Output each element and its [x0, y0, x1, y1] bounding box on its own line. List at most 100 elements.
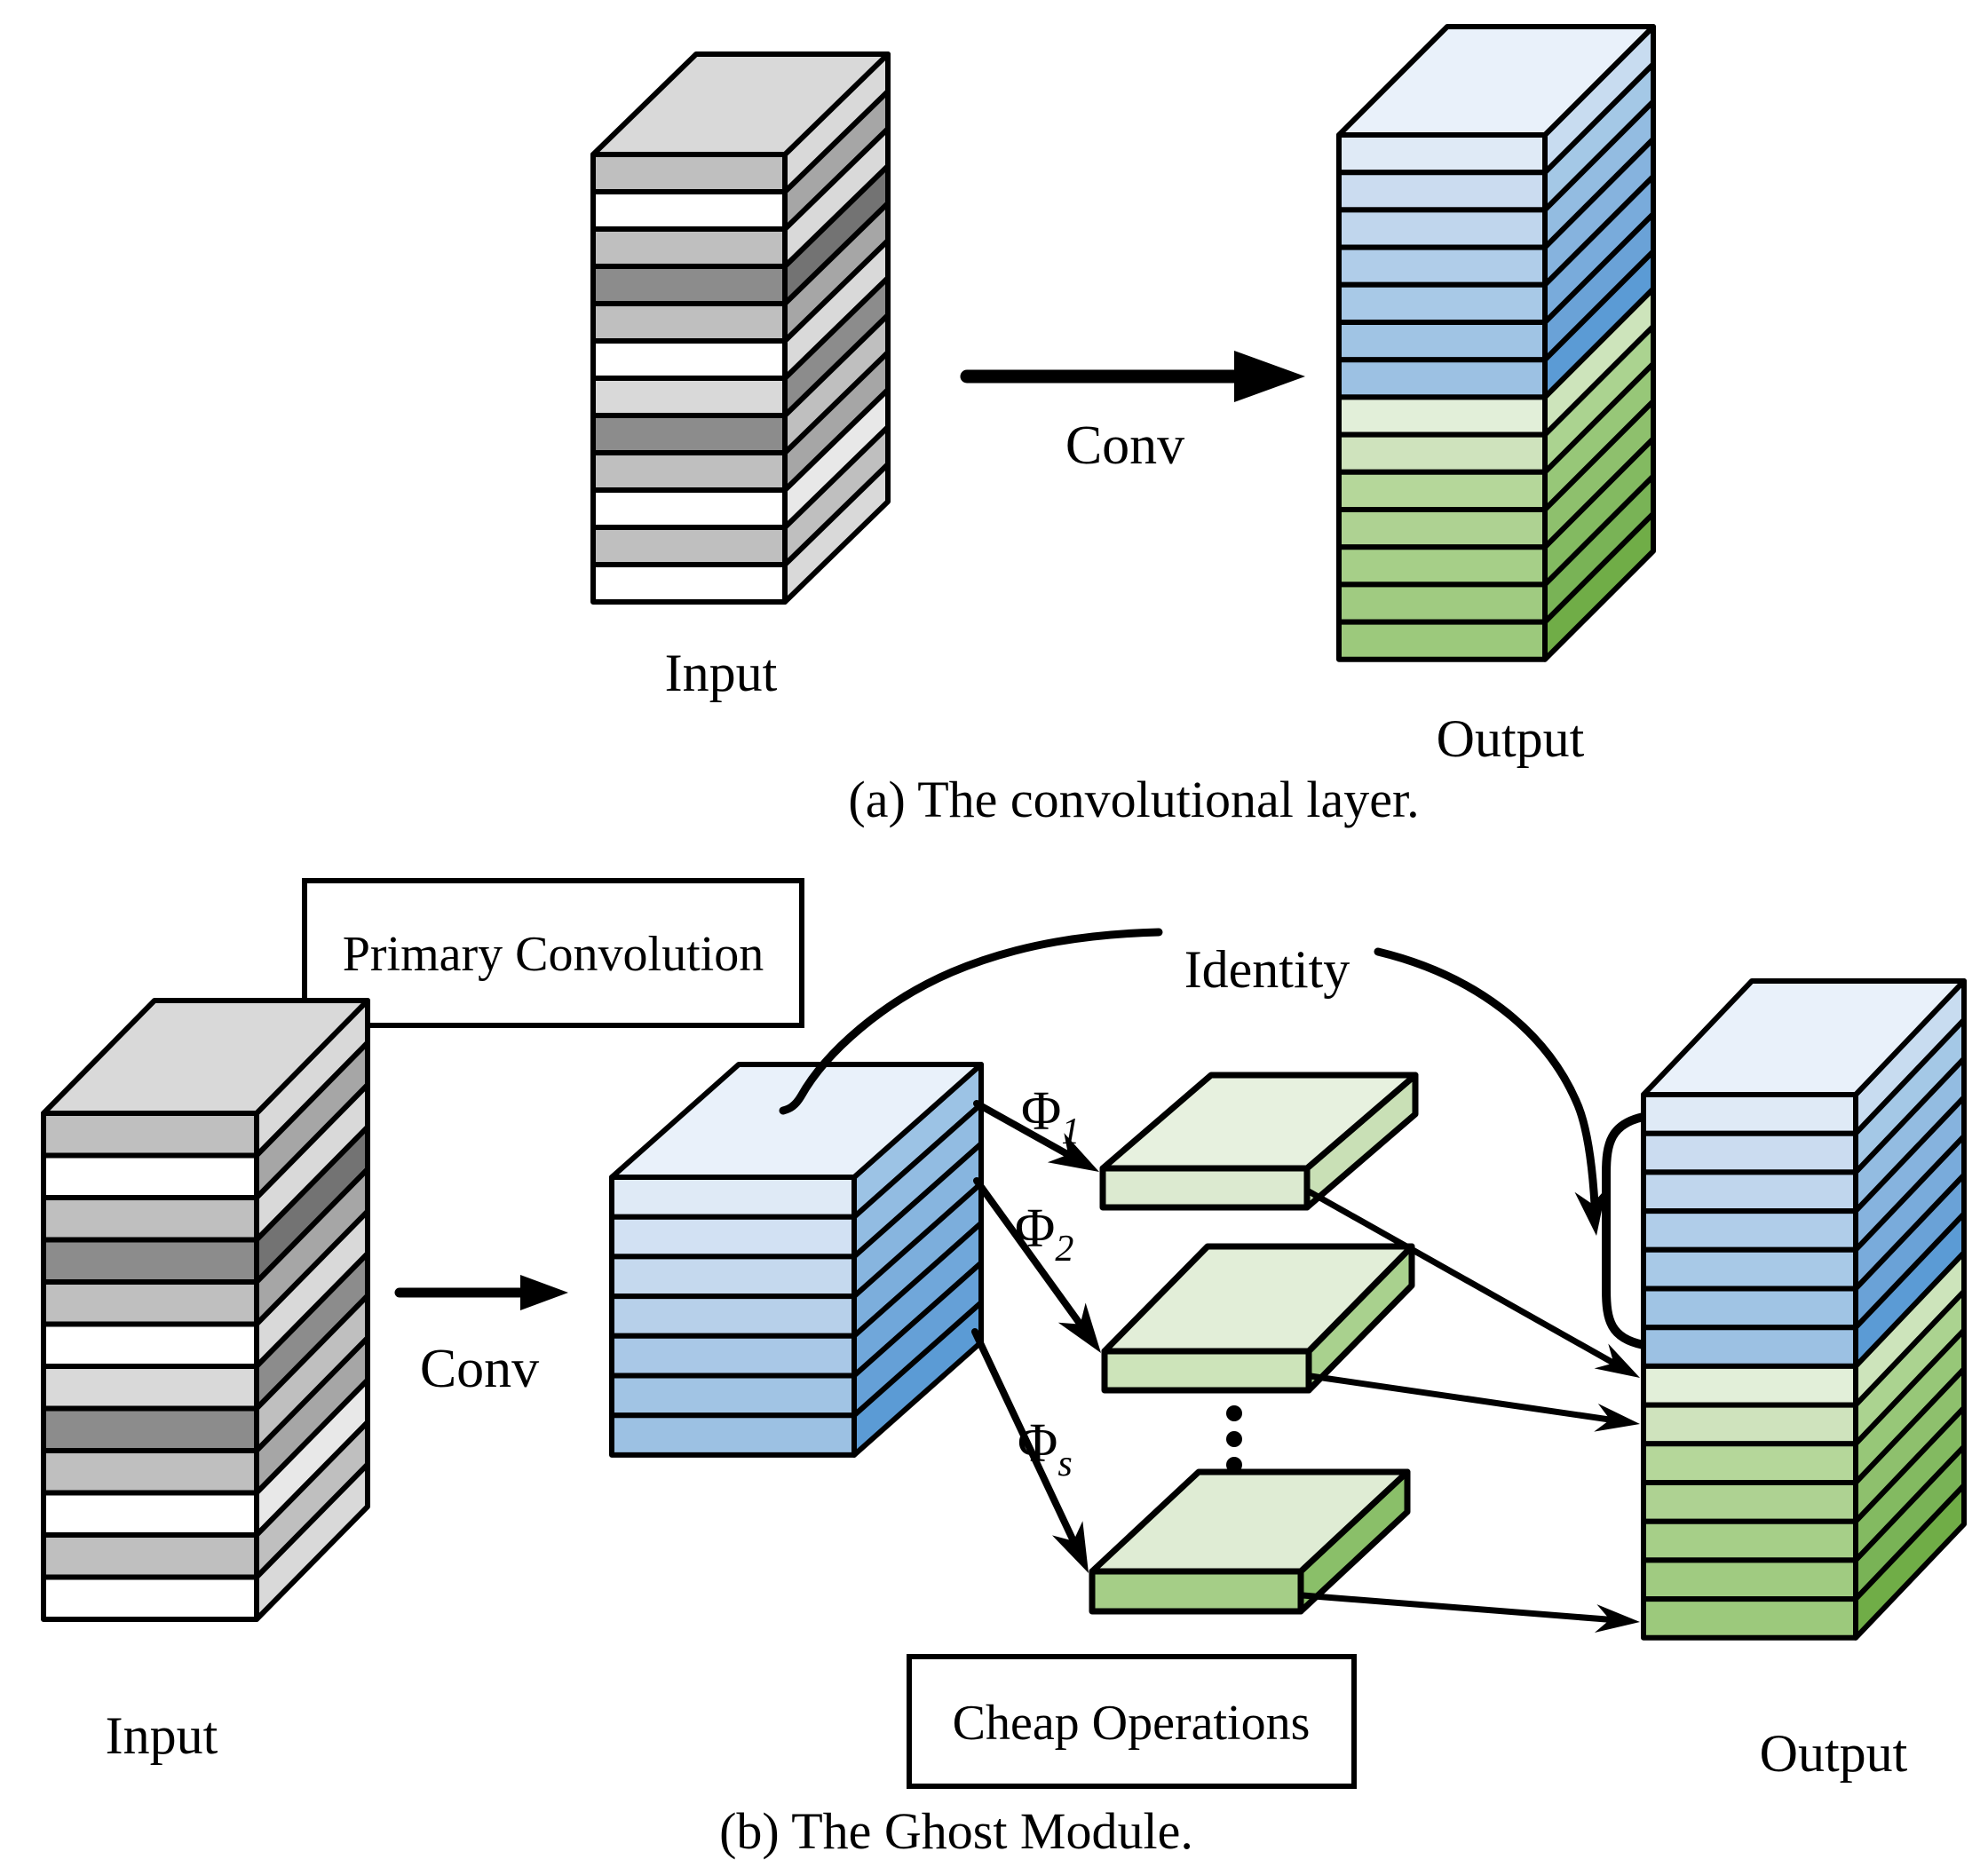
tensor-face: [1641, 1596, 1858, 1641]
tensor-face: [590, 264, 788, 306]
tensor-face: [1336, 357, 1548, 400]
arrow-line: [1299, 1592, 1617, 1624]
tensor-face: [1336, 24, 1656, 138]
tensor-face: [1336, 170, 1548, 213]
tensor-face: [1336, 581, 1548, 625]
ellipsis-dot: [1226, 1405, 1242, 1421]
tensor-face: [1641, 1325, 1858, 1369]
tensor-face: [1641, 1402, 1858, 1447]
tensor-face: [41, 1574, 259, 1622]
tensor-face: [1336, 544, 1548, 588]
phi-2-label: Φ2: [1015, 1199, 1073, 1270]
tensor-face: [41, 1237, 259, 1285]
tensor-face: [609, 1254, 857, 1300]
tensor-face: [590, 189, 788, 232]
tensor-face: [609, 1373, 857, 1419]
primary-convolution-box: [302, 878, 804, 1028]
output-label-b: Output: [1760, 1724, 1908, 1783]
tensor-face: [1641, 978, 1967, 1097]
tensor-face: [590, 376, 788, 418]
tensor-face: [1099, 1165, 1311, 1211]
tensor-face: [1089, 1568, 1304, 1615]
identity-curve-left: [779, 928, 1163, 1115]
tensor-face: [1336, 132, 1548, 176]
tensor-face: [41, 1152, 259, 1200]
tensor-face: [1641, 1518, 1858, 1563]
arrow-line: [973, 1177, 1086, 1331]
tensor-face: [1099, 1072, 1419, 1172]
tensor-face: [1336, 320, 1548, 363]
tensor-face: [590, 152, 788, 194]
ghost-slab-2: [1101, 1243, 1415, 1394]
tensor-face: [1641, 1441, 1858, 1485]
tensor-face: [1089, 1468, 1411, 1575]
tensor-face: [609, 1412, 857, 1458]
identity-arrowhead: [1574, 1188, 1607, 1236]
ghost-slab-3: [1089, 1468, 1411, 1615]
tensor-face: [590, 338, 788, 381]
identity-curve-right: [1374, 947, 1600, 1225]
tensor-face: [1336, 469, 1548, 512]
tensor-face: [1641, 1557, 1858, 1602]
tensor-face: [41, 1111, 259, 1159]
tensor-face: [1336, 619, 1548, 662]
arrow-head: [1594, 1604, 1640, 1634]
primary-tensor-b: [609, 1062, 984, 1458]
slab-1-output-arrow: [1305, 1188, 1640, 1378]
arrow-head: [1594, 1403, 1640, 1432]
ellipsis-dot: [1226, 1457, 1242, 1473]
caption-b: (b) The Ghost Module.: [719, 1802, 1193, 1860]
phi-s-arrow: [971, 1328, 1089, 1573]
tensor-face: [41, 998, 370, 1116]
conv-arrow-b: [394, 1275, 568, 1310]
output-tensor-a: [1336, 24, 1656, 662]
tensor-face: [590, 450, 788, 493]
input-tensor-b: [41, 998, 370, 1622]
input-tensor-a: [590, 51, 891, 605]
tensor-face: [590, 51, 891, 157]
tensor-face: [1336, 244, 1548, 288]
slab-3-output-arrow: [1299, 1592, 1640, 1634]
tensor-face: [1641, 1130, 1858, 1175]
tensor-face: [609, 1214, 857, 1260]
slab-2-output-arrow: [1307, 1373, 1640, 1432]
phi-2-arrow: [973, 1177, 1101, 1353]
conv-label-a: Conv: [1065, 415, 1184, 476]
tensor-face: [609, 1333, 857, 1379]
tensor-face: [41, 1405, 259, 1453]
tensor-face: [609, 1062, 984, 1180]
tensor-face: [1336, 281, 1548, 325]
identity-label: Identity: [1184, 940, 1350, 999]
arrow-line: [971, 1328, 1079, 1548]
arrow-head: [1594, 1343, 1640, 1378]
tensor-face: [1641, 1092, 1858, 1136]
tensor-face: [1641, 1169, 1858, 1214]
conv-arrow-a: [960, 351, 1305, 402]
arrow-head: [1051, 1521, 1089, 1573]
arrow-head: [1234, 351, 1305, 402]
input-label-a: Input: [665, 644, 778, 702]
arrow-head: [1057, 1302, 1101, 1353]
arrow-line: [1307, 1373, 1617, 1424]
panel-b: Primary Convolution Conv Identity Φ1 Φ2 …: [41, 878, 1967, 1860]
tensor-face: [1641, 1246, 1858, 1292]
cheap-operations-label: Cheap Operations: [953, 1696, 1311, 1751]
phi-1-arrow: [973, 1100, 1099, 1172]
tensor-face: [1336, 207, 1548, 250]
tensor-face: [590, 562, 788, 605]
tensor-face: [1101, 1348, 1312, 1394]
tensor-face: [1336, 507, 1548, 550]
tensor-face: [1336, 431, 1548, 475]
arrow-line: [1305, 1188, 1620, 1368]
output-label-a: Output: [1437, 709, 1585, 768]
cheap-operations-box: [907, 1654, 1357, 1789]
tensor-face: [590, 487, 788, 530]
tensor-face: [590, 301, 788, 344]
arrow-head: [1047, 1133, 1099, 1172]
arrow-line: [973, 1100, 1075, 1160]
arrow-head: [520, 1275, 568, 1310]
phi-subscript: s: [1057, 1444, 1072, 1484]
conv-label-b: Conv: [420, 1339, 539, 1399]
